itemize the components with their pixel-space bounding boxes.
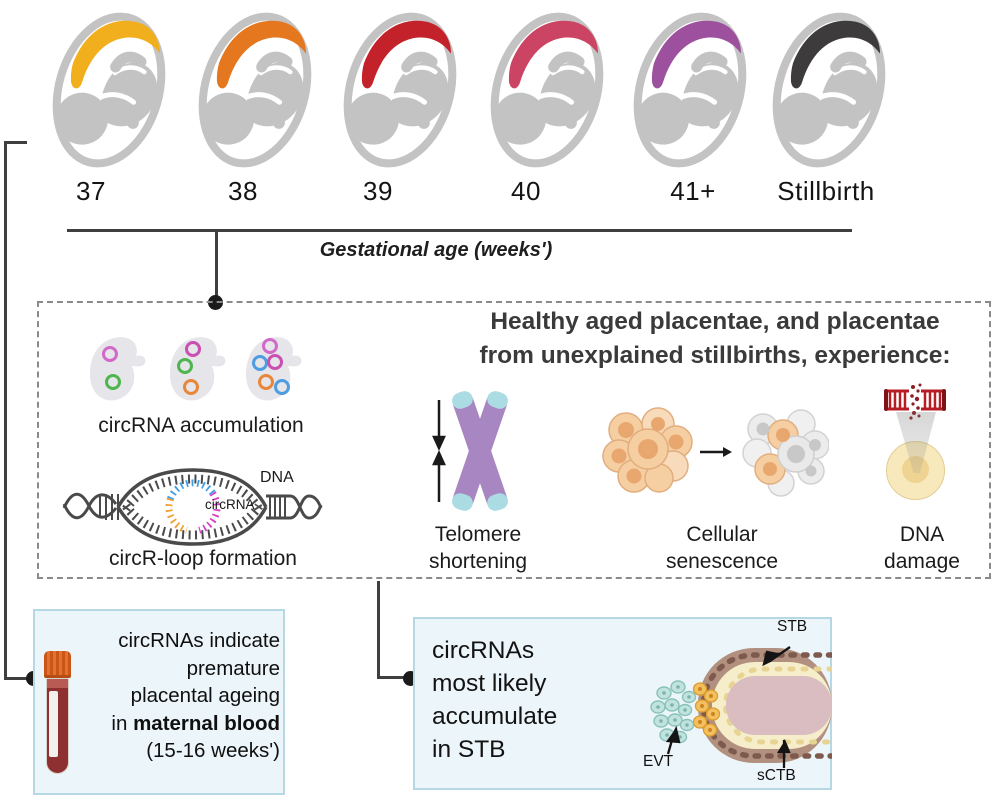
fetus-placenta-icon	[625, 4, 755, 176]
stb-line1: circRNAs	[432, 637, 535, 664]
sctb-annotation: sCTB	[757, 767, 796, 784]
fetus-placenta-icon	[190, 4, 320, 176]
fetus-icon-week41plus	[625, 4, 755, 176]
fetus-placenta-icon	[44, 4, 174, 176]
dna-damage-label-line2: damage	[884, 550, 960, 573]
circrna-annotation: circRNA	[205, 497, 255, 512]
damaged-cell-icon	[886, 441, 945, 500]
fetus-placenta-icon	[482, 4, 612, 176]
panel-heading: Healthy aged placentae, and placentae fr…	[425, 305, 1000, 373]
cell-nucleus	[902, 456, 929, 483]
stb-line4: in STB	[432, 736, 506, 763]
telomere-label: Telomere shortening	[408, 521, 548, 575]
dna-damage-label: DNA damage	[862, 521, 982, 575]
connector-left-top-tick	[4, 141, 27, 144]
maternal-blood-line4: in maternal blood	[75, 710, 280, 738]
blood-tube-cap-icon	[44, 651, 71, 678]
connector-panel-to-stb	[377, 581, 380, 678]
gestational-axis-line	[67, 229, 852, 232]
dna-annotation: DNA	[260, 469, 294, 486]
connector-left-vertical	[4, 141, 7, 680]
maternal-blood-line2: premature	[186, 656, 280, 680]
telomere-arrows-icon	[432, 400, 446, 502]
senescence-label: Cellular senescence	[637, 521, 807, 575]
maternal-blood-box	[33, 609, 285, 795]
connector-left-bottom	[4, 677, 34, 680]
circr-loop-diagram	[62, 468, 323, 546]
telomere-label-line1: Telomere	[434, 523, 522, 546]
circrna-accumulation-blob-2	[169, 337, 226, 401]
telomere-label-line2: shortening	[428, 550, 528, 573]
senescence-label-line1: Cellular	[686, 523, 758, 546]
fetus-icon-stillbirth	[764, 4, 894, 176]
senescent-cell-cluster-icon	[742, 409, 829, 497]
fetus-placenta-icon	[335, 4, 465, 176]
maternal-blood-text: circRNAs indicate premature placental ag…	[75, 627, 280, 765]
connector-axis-to-panel	[215, 231, 218, 299]
chromosome-icon	[452, 391, 508, 511]
circrna-accumulation-blob-1	[89, 337, 146, 401]
gestational-age-stillbirth: Stillbirth	[777, 176, 875, 206]
maternal-blood-line1: circRNAs indicate	[118, 629, 280, 652]
maternal-blood-line4-prefix: in	[111, 711, 134, 735]
arrow-right-icon	[700, 447, 732, 457]
healthy-cell-cluster-icon	[602, 407, 693, 493]
maternal-blood-line4-bold: maternal blood	[133, 711, 280, 735]
gestational-age-39: 39	[363, 176, 393, 206]
gestational-age-41plus: 41+	[670, 176, 716, 206]
senescence-label-line2: senescence	[665, 550, 779, 573]
gestational-age-38: 38	[228, 176, 258, 206]
blood-tube-label	[49, 691, 58, 757]
stb-box-text: circRNAs most likely accumulate in STB	[432, 634, 652, 766]
fetus-icon-week37	[44, 4, 174, 176]
circr-loop-label: circR-loop formation	[109, 547, 297, 570]
panel-heading-line1: Healthy aged placentae, and placentae	[490, 308, 940, 335]
stb-line3: accumulate	[432, 703, 558, 730]
circrna-accumulation-label: circRNA accumulation	[98, 414, 304, 437]
circrna-accumulation-blob-3	[245, 337, 302, 401]
fetus-icon-week39	[335, 4, 465, 176]
stb-annotation: STB	[777, 618, 808, 635]
gestational-age-37: 37	[76, 176, 106, 206]
maternal-blood-line3: placental ageing	[130, 684, 280, 707]
stb-line2: most likely	[432, 670, 547, 697]
gestational-age-40: 40	[511, 176, 541, 206]
connector-stb-horizontal	[377, 676, 409, 679]
evt-annotation: EVT	[643, 753, 674, 770]
placental-villus-diagram	[650, 646, 832, 768]
fetus-icon-week40	[482, 4, 612, 176]
fetus-placenta-icon	[764, 4, 894, 176]
blood-tube-icon	[46, 678, 69, 774]
broken-dna-icon	[884, 383, 946, 420]
blood-tube-band	[47, 679, 68, 688]
dna-damage-label-line1: DNA	[899, 523, 945, 546]
experience-panel	[37, 301, 991, 579]
panel-heading-line2: from unexplained stillbirths, experience…	[479, 342, 951, 369]
gestational-axis-caption: Gestational age (weeks')	[319, 239, 553, 261]
maternal-blood-line5: (15-16 weeks')	[146, 739, 280, 762]
fetus-icon-week38	[190, 4, 320, 176]
